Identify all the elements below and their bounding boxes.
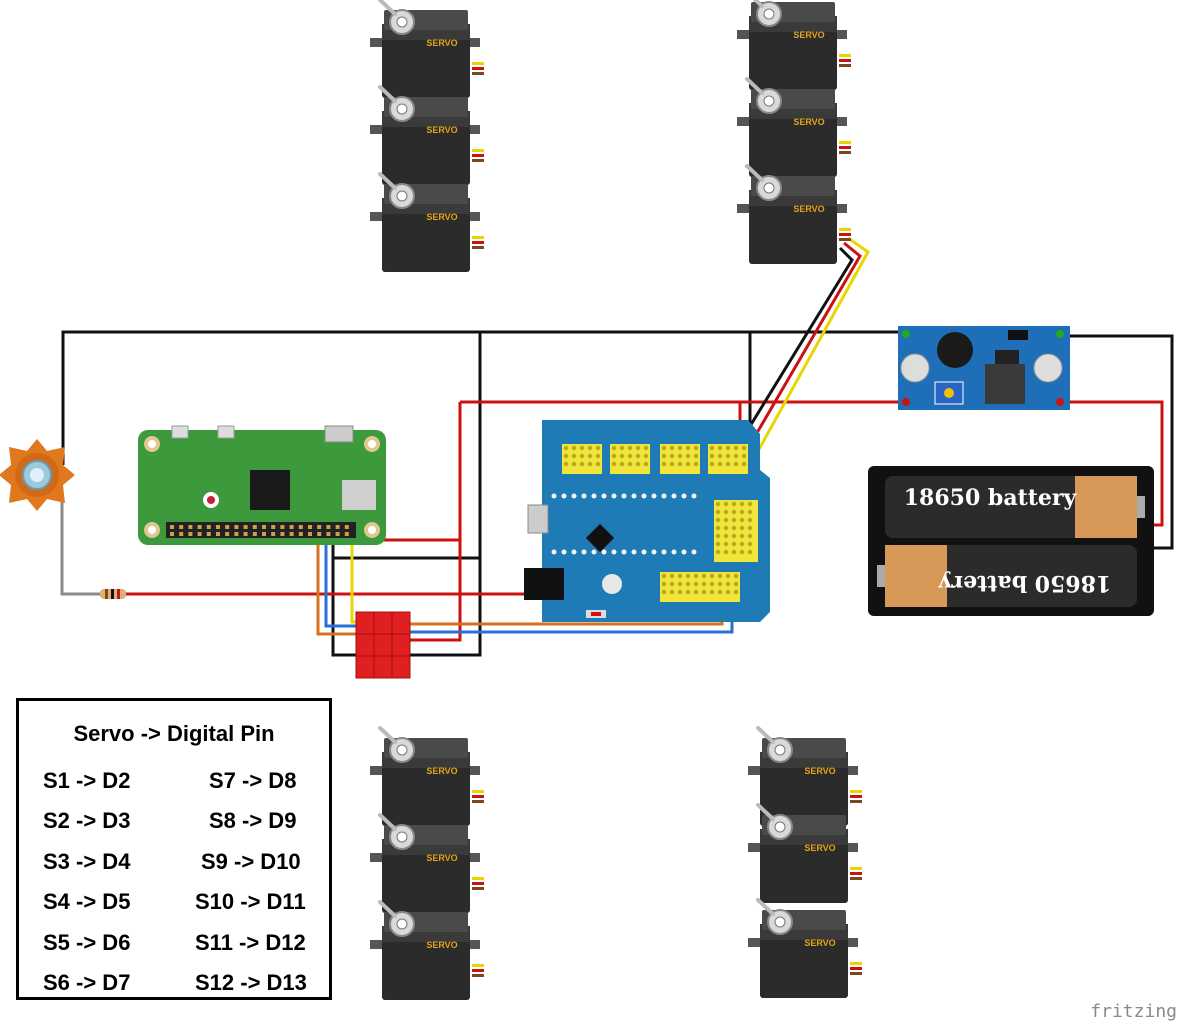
wire-black-conn: [331, 558, 358, 657]
level-shifter-connector: [355, 611, 411, 679]
mapping-s10: S10 -> D11: [195, 889, 306, 914]
wires: [60, 236, 1174, 657]
battery-icon: 18650 battery: [885, 476, 1145, 538]
battery-label-bottom: 18650 battery: [938, 570, 1112, 596]
wire-grey-led: [60, 500, 100, 596]
svg-text:SERVO: SERVO: [793, 117, 824, 127]
raspberry-pi-zero: [138, 425, 386, 545]
svg-text:SERVO: SERVO: [793, 204, 824, 214]
svg-text:SERVO: SERVO: [426, 125, 457, 135]
servo-icon: SERVO: [746, 726, 864, 828]
mapping-s6: S6 -> D7: [43, 970, 131, 995]
wire-red-v-460: [410, 402, 462, 642]
mapping-s8: S8 -> D9: [209, 808, 297, 833]
battery-icon: 18650 battery: [877, 545, 1137, 607]
servo-icon: SERVO: [735, 0, 853, 92]
pin-mapping-legend: Servo -> Digital Pin S1 -> D2 S2 -> D3 S…: [16, 698, 332, 1000]
mapping-s7: S7 -> D8: [209, 768, 297, 793]
servo-group-bottom-right: SERVO SERVO SERVO: [746, 726, 864, 1000]
raspberry-pi-logo-icon: [203, 492, 219, 508]
servo-icon: SERVO: [368, 900, 486, 1002]
wire-black-v-480: [410, 332, 482, 657]
arduino-nano-shield: [524, 420, 770, 622]
mapping-s3: S3 -> D4: [43, 849, 131, 874]
legend-title: Servo -> Digital Pin: [73, 721, 275, 746]
svg-text:SERVO: SERVO: [804, 843, 835, 853]
servo-icon: SERVO: [746, 898, 864, 1000]
wire-black-buck-battery: [1068, 334, 1174, 550]
servo-icon: SERVO: [368, 813, 486, 915]
wire-black-top-loop: [61, 330, 912, 465]
servo-group-bottom-left: SERVO SERVO SERVO: [368, 726, 486, 1002]
mapping-s5: S5 -> D6: [43, 930, 131, 955]
svg-text:SERVO: SERVO: [426, 766, 457, 776]
mapping-s4: S4 -> D5: [43, 889, 131, 914]
servo-icon: SERVO: [368, 726, 486, 828]
wire-servo-red: [738, 241, 862, 463]
servo-icon: SERVO: [746, 803, 864, 905]
servo-icon: SERVO: [735, 77, 853, 179]
mapping-s11: S11 -> D12: [195, 930, 306, 955]
wire-servo-yellow: [750, 236, 870, 463]
battery-holder: 18650 battery 18650 battery: [868, 466, 1154, 616]
servo-group-top-right: SERVO SERVO SERVO: [735, 0, 853, 266]
svg-text:SERVO: SERVO: [426, 853, 457, 863]
wire-servo-black: [726, 246, 854, 463]
led-star-icon: [0, 439, 75, 511]
svg-text:SERVO: SERVO: [426, 38, 457, 48]
mapping-s1: S1 -> D2: [43, 768, 131, 793]
battery-label-top: 18650 battery: [904, 485, 1078, 511]
servo-icon: SERVO: [368, 172, 486, 274]
servo-icon: SERVO: [735, 164, 853, 266]
svg-text:SERVO: SERVO: [426, 212, 457, 222]
fritzing-credit: fritzing: [1090, 1001, 1177, 1022]
servo-icon: SERVO: [368, 0, 486, 100]
svg-text:SERVO: SERVO: [804, 938, 835, 948]
svg-text:SERVO: SERVO: [804, 766, 835, 776]
servo-icon: SERVO: [368, 85, 486, 187]
mapping-s2: S2 -> D3: [43, 808, 131, 833]
servo-group-top-left: SERVO SERVO SERVO: [368, 0, 486, 274]
wire-yellow-pi: [350, 540, 358, 624]
svg-text:SERVO: SERVO: [793, 30, 824, 40]
mapping-s12: S12 -> D13: [195, 970, 307, 995]
buck-converter: [898, 326, 1070, 410]
svg-text:SERVO: SERVO: [426, 940, 457, 950]
mapping-s9: S9 -> D10: [201, 849, 301, 874]
resistor-icon: [100, 589, 126, 599]
